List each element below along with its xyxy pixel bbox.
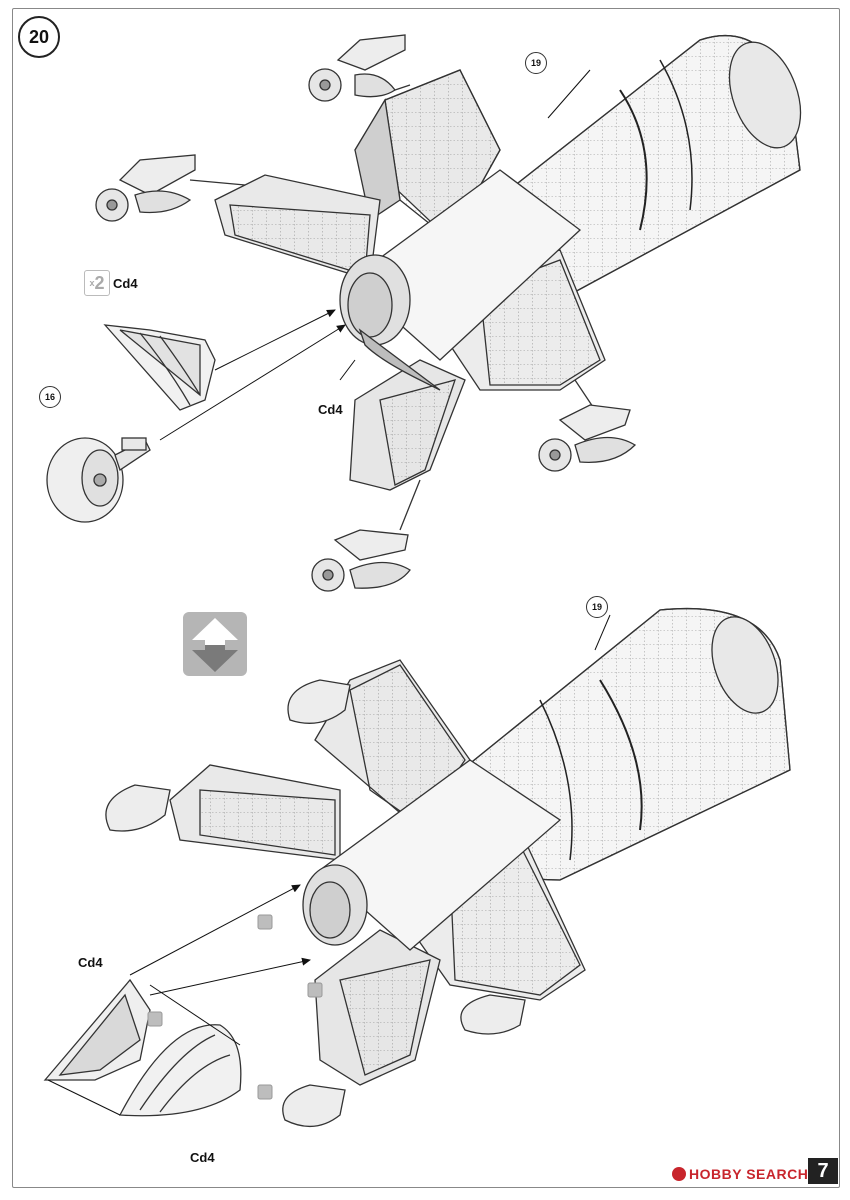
bottom-fin-left — [169, 764, 341, 861]
callout-19-top: 19 — [525, 52, 547, 74]
glue-icon — [147, 914, 323, 1100]
bottom-assembly-arrows — [47, 614, 611, 1116]
bottom-assembly — [43, 607, 791, 1127]
bottom-fairing-lower — [282, 1084, 346, 1127]
bottom-fairing-right — [460, 994, 526, 1035]
top-center-hub — [339, 169, 582, 391]
watermark-text: HOBBY SEARCH — [689, 1166, 809, 1182]
part-label-cd4-top-a: Cd4 — [113, 276, 138, 291]
step-number: 20 — [18, 16, 60, 58]
bottom-part-cd4-inner — [43, 978, 151, 1081]
quantity-value: 2 — [94, 273, 105, 293]
top-assembly-arrows — [159, 69, 591, 441]
top-wheel-left — [95, 154, 246, 222]
flip-arrows-icon — [183, 612, 247, 676]
bottom-center-hub — [302, 759, 562, 951]
watermark-logo-icon — [672, 1167, 686, 1181]
top-wheel-lower — [311, 479, 421, 592]
bottom-fairing-left — [105, 784, 171, 832]
top-wheel-right — [538, 379, 637, 472]
part-label-cd4-bottom-a: Cd4 — [78, 955, 103, 970]
quantity-badge: x2 — [84, 270, 110, 296]
page-number: 7 — [808, 1158, 838, 1184]
top-part-cd4-cowl — [103, 324, 216, 411]
top-part-16-wheel — [46, 437, 151, 523]
part-label-cd4-top-b: Cd4 — [318, 402, 343, 417]
callout-16: 16 — [39, 386, 61, 408]
page-frame — [12, 8, 840, 1188]
quantity-prefix: x — [89, 278, 95, 288]
top-fin-lower — [349, 359, 466, 491]
bottom-fin-lower — [314, 929, 441, 1086]
top-assembly — [46, 34, 802, 592]
bottom-fairing-upper — [287, 679, 351, 724]
bottom-part-cd4-outer — [118, 1024, 242, 1117]
callout-19-bottom: 19 — [586, 596, 608, 618]
top-wheel-upper — [308, 34, 411, 102]
part-label-cd4-bottom-b: Cd4 — [190, 1150, 215, 1165]
watermark: HOBBY SEARCH — [672, 1166, 808, 1182]
